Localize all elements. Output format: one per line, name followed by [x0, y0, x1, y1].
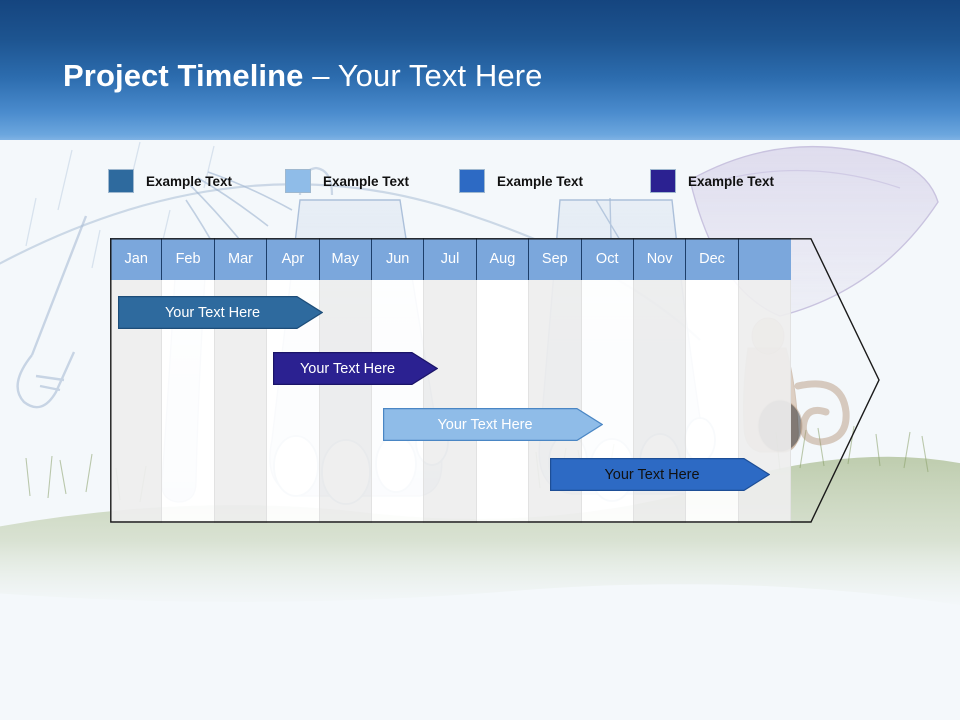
legend-item-4[interactable]: Example Text: [650, 169, 774, 193]
timeline-column-mar: Mar: [214, 238, 268, 523]
timeline-header-spacer[interactable]: [738, 238, 792, 280]
page-title: Project Timeline – Your Text Here: [63, 58, 542, 94]
task-bar-arrow-shape-4: [550, 458, 770, 491]
timeline-column-jan: Jan: [110, 238, 163, 523]
timeline-task-bar-1[interactable]: Your Text Here: [118, 296, 323, 329]
timeline-header-may[interactable]: May: [319, 238, 372, 280]
header-band: [0, 0, 960, 140]
legend-swatch-4: [650, 169, 676, 193]
legend-swatch-1: [108, 169, 134, 193]
task-bar-label-2: Your Text Here: [299, 360, 396, 377]
timeline-task-bar-3[interactable]: Your Text Here: [383, 408, 603, 441]
legend-label-3: Example Text: [497, 173, 584, 189]
legend-item-1[interactable]: Example Text: [108, 169, 232, 193]
page-title-separator: –: [303, 58, 338, 93]
task-bar-label-1: Your Text Here: [164, 304, 261, 321]
timeline-task-bar-4[interactable]: Your Text Here: [550, 458, 770, 491]
timeline-header-apr[interactable]: Apr: [267, 238, 320, 280]
timeline-task-bar-2[interactable]: Your Text Here: [273, 352, 438, 385]
page-title-strong: Project Timeline: [63, 58, 304, 93]
timeline-column-feb: Feb: [162, 238, 215, 523]
legend-swatch-2: [285, 169, 311, 193]
task-bar-label-3: Your Text Here: [437, 416, 533, 433]
timeline-header-mar[interactable]: Mar: [214, 238, 268, 280]
task-bar-arrow-shape-1: [118, 296, 323, 329]
task-bar-label-4: Your Text Here: [604, 466, 700, 483]
timeline-header-aug[interactable]: Aug: [476, 238, 530, 280]
timeline-header-nov[interactable]: Nov: [633, 238, 687, 280]
legend-swatch-3: [459, 169, 485, 193]
legend-item-2[interactable]: Example Text: [285, 169, 409, 193]
legend-item-3[interactable]: Example Text: [459, 169, 583, 193]
timeline-cell-body: [424, 280, 477, 523]
timeline-header-jan[interactable]: Jan: [110, 238, 163, 280]
timeline-header-jul[interactable]: Jul: [424, 238, 477, 280]
timeline-cell-body: [372, 280, 425, 523]
timeline-header-sep[interactable]: Sep: [529, 238, 582, 280]
legend-label-1: Example Text: [146, 173, 233, 189]
timeline-header-dec[interactable]: Dec: [686, 238, 739, 280]
timeline-column-aug: Aug: [476, 238, 530, 523]
task-bar-arrow-shape-2: [273, 352, 438, 385]
timeline-cell-body: [320, 280, 372, 523]
timeline-cell-body: [477, 280, 530, 523]
page-title-light: Your Text Here: [337, 58, 543, 93]
legend-label-2: Example Text: [323, 173, 410, 189]
timeline-header-oct[interactable]: Oct: [581, 238, 634, 280]
task-bar-arrow-shape-3: [383, 408, 603, 441]
legend-label-4: Example Text: [688, 173, 775, 189]
timeline-header-jun[interactable]: Jun: [371, 238, 425, 280]
timeline-header-feb[interactable]: Feb: [162, 238, 215, 280]
